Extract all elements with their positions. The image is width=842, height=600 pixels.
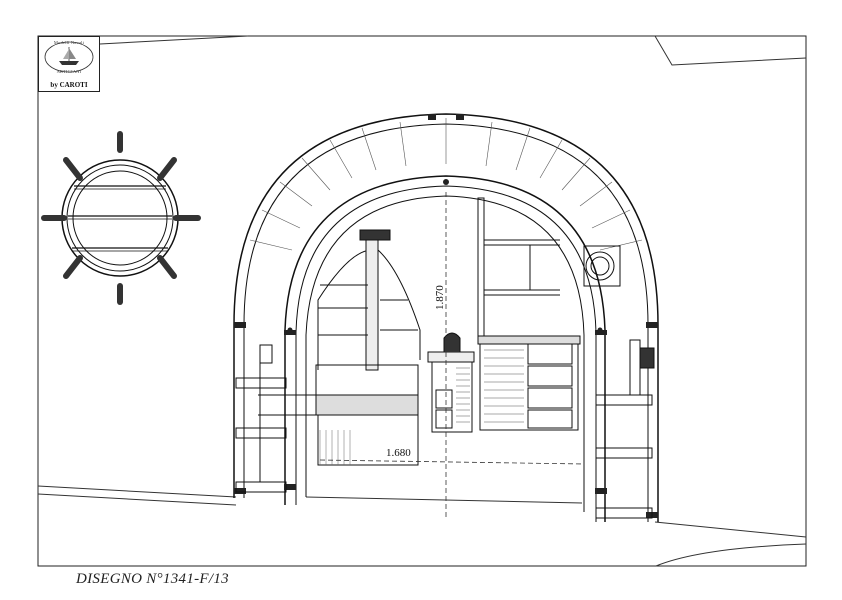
- back-right-shelving: [477, 197, 621, 337]
- ship-wheel-shelf: [41, 131, 201, 305]
- height-dimension: 1.870: [434, 285, 446, 310]
- drawing-frame: [37, 35, 807, 567]
- nightstand: [427, 332, 475, 433]
- left-shelves: [235, 344, 287, 493]
- right-shelves: [595, 339, 655, 519]
- logo-bottom-text: ARTIGIANI: [56, 69, 82, 74]
- logo-emblem-icon: [44, 41, 94, 73]
- logo-top-text: Modelli Navali: [53, 40, 85, 45]
- bed-and-shelving: [258, 229, 421, 466]
- dresser: [477, 335, 581, 431]
- caroti-logo: Modelli Navali ARTIGIANI by CAROTI: [38, 36, 100, 92]
- width-dimension: 1.680: [386, 447, 411, 459]
- wall-lines: [37, 35, 807, 567]
- arch-structure: [233, 113, 659, 522]
- dimension-lines: [319, 192, 585, 518]
- logo-byline: by CAROTI: [50, 81, 88, 89]
- drawing-caption: DISEGNO N°1341-F/13: [76, 571, 229, 587]
